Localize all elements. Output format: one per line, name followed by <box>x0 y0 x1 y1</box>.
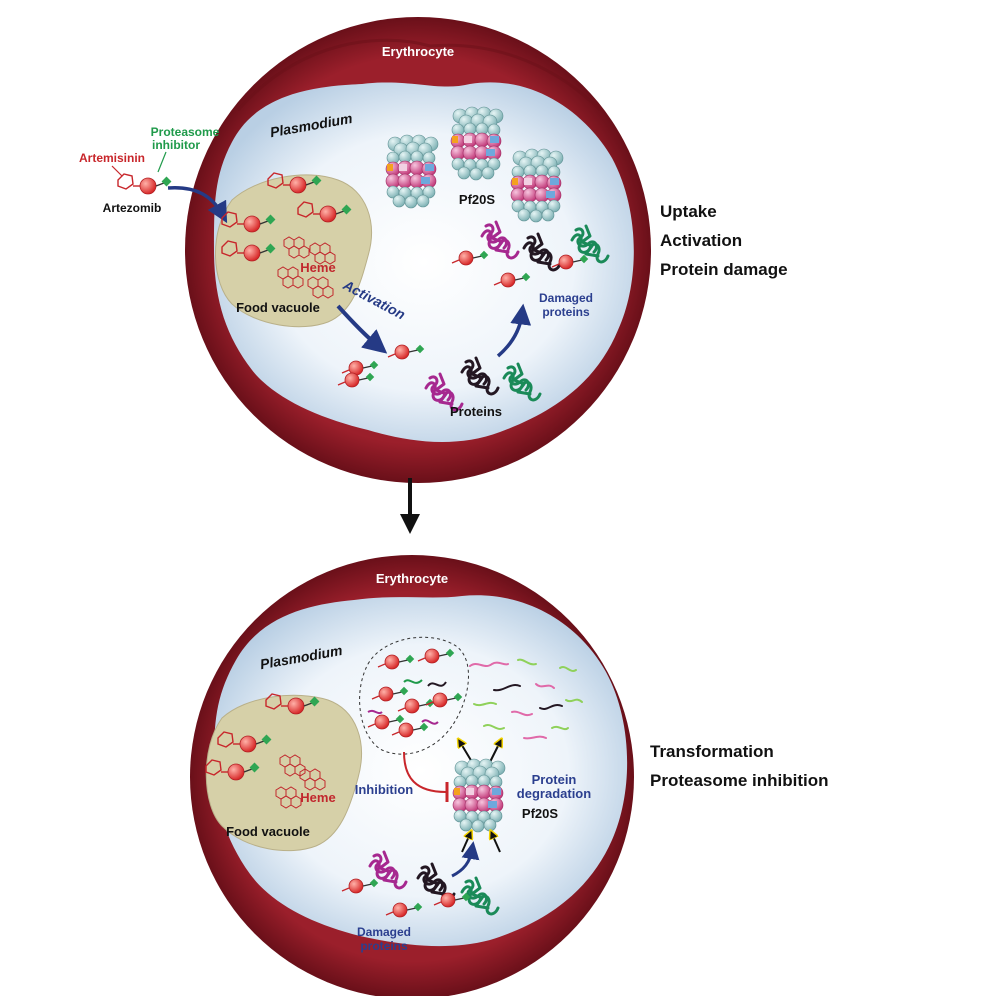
peptide-fragments <box>469 658 583 740</box>
step-activation: Activation <box>660 231 743 250</box>
top-proteasome-label: Pf20S <box>459 192 495 207</box>
artezomib-molecule <box>117 173 173 195</box>
top-panel: Erythrocyte Plasmodium Artemisinin Prote… <box>79 17 651 483</box>
top-heme-label: Heme <box>300 260 335 275</box>
cluster-peptide-3 <box>421 719 439 725</box>
bottom-plasmodium <box>214 595 628 947</box>
bottom-erythrocyte-label: Erythrocyte <box>376 571 448 586</box>
protein-degradation-label-2: degradation <box>517 786 591 801</box>
top-food-vacuole-label: Food vacuole <box>236 300 320 315</box>
activated-cluster-outline <box>359 636 469 755</box>
proteasome-out-arrow-2 <box>489 742 500 763</box>
bottom-heme-label: Heme <box>300 790 335 805</box>
cluster-peptide-2 <box>427 681 447 687</box>
proteasome-inhibitor-label-1: Proteasome <box>151 125 220 139</box>
damage-arrow <box>496 303 532 358</box>
step-proteasome-inhibition: Proteasome inhibition <box>650 771 829 790</box>
inhibitor-pointer <box>157 151 167 173</box>
artemisinin-label: Artemisinin <box>79 151 145 165</box>
artemisinin-pointer <box>111 165 123 177</box>
bottom-food-vacuole-label: Food vacuole <box>226 824 310 839</box>
activated-cluster <box>367 648 463 738</box>
step-protein-damage: Protein damage <box>660 260 788 279</box>
protein-degradation-label-1: Protein <box>532 772 577 787</box>
proteins-label: Proteins <box>450 404 502 419</box>
damaged-proteins-label-1: Damaged <box>539 291 593 305</box>
activation-arrow <box>336 304 388 354</box>
damaged-proteins-label-2: proteins <box>542 305 590 319</box>
top-erythrocyte-label: Erythrocyte <box>382 44 454 59</box>
cluster-peptide-1 <box>403 679 423 684</box>
bottom-panel: Erythrocyte Plasmodium Heme Food vacuole <box>190 555 634 996</box>
step-uptake: Uptake <box>660 202 717 221</box>
inhibition-line <box>403 751 447 793</box>
inhibition-label: Inhibition <box>355 782 414 797</box>
uptake-arrow <box>167 186 228 224</box>
proteasome-3 <box>510 148 564 223</box>
bottom-proteasome-label: Pf20S <box>522 806 558 821</box>
top-erythrocyte-wave <box>236 38 602 112</box>
bottom-damaged-proteins-label-1: Damaged <box>357 925 411 939</box>
artezomib-label: Artezomib <box>103 201 162 215</box>
proteasome-1 <box>385 134 439 209</box>
bottom-damage-arrow <box>451 841 480 878</box>
proteasome-inhibitor-label-2: inhibitor <box>152 138 200 152</box>
proteasome-2 <box>450 106 504 181</box>
bottom-damaged-proteins-label-2: proteins <box>360 939 408 953</box>
step-transformation: Transformation <box>650 742 774 761</box>
cluster-peptide-4 <box>367 709 383 715</box>
bottom-food-vacuole <box>205 694 362 852</box>
proteasome-out-arrow-1 <box>460 742 473 763</box>
proteasome-in-arrow-2 <box>492 834 501 853</box>
bottom-proteasome <box>452 758 506 833</box>
